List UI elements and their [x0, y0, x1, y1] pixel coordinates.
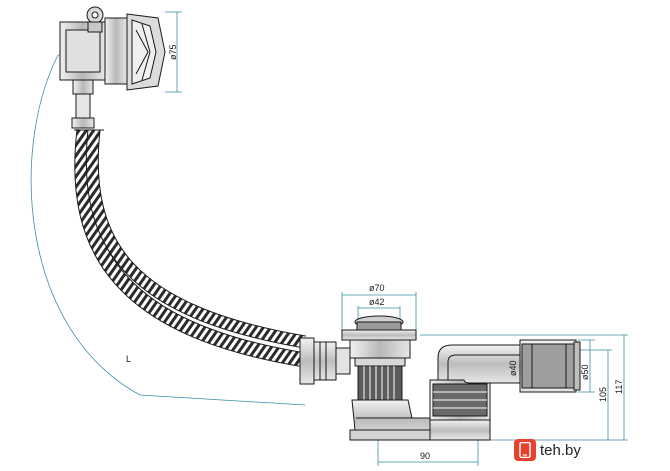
watermark-logo: teh.by [514, 433, 662, 467]
watermark-text: teh.by [540, 441, 581, 459]
dimension-labels: ø75 ø70 ø42 ø40 ø50 105 117 90 L [126, 44, 624, 461]
label-dia40: ø40 [508, 360, 518, 376]
fill-tube [71, 79, 95, 129]
label-h105: 105 [598, 387, 608, 402]
label-w90: 90 [420, 451, 430, 461]
overflow-head [59, 6, 166, 91]
label-dia75: ø75 [168, 44, 178, 60]
label-dia50: ø50 [580, 364, 590, 380]
label-h117: 117 [614, 380, 624, 394]
threaded-nut [357, 365, 403, 401]
corrugated-hoses [74, 129, 307, 368]
siphon-outlet [429, 339, 581, 441]
label-length: L [126, 354, 131, 364]
label-dia42: ø42 [369, 297, 385, 307]
label-dia70: ø70 [369, 283, 385, 293]
length-arc [30, 54, 306, 406]
drain-body [341, 315, 451, 441]
phone-icon [514, 439, 536, 461]
hose-connector [299, 337, 351, 385]
